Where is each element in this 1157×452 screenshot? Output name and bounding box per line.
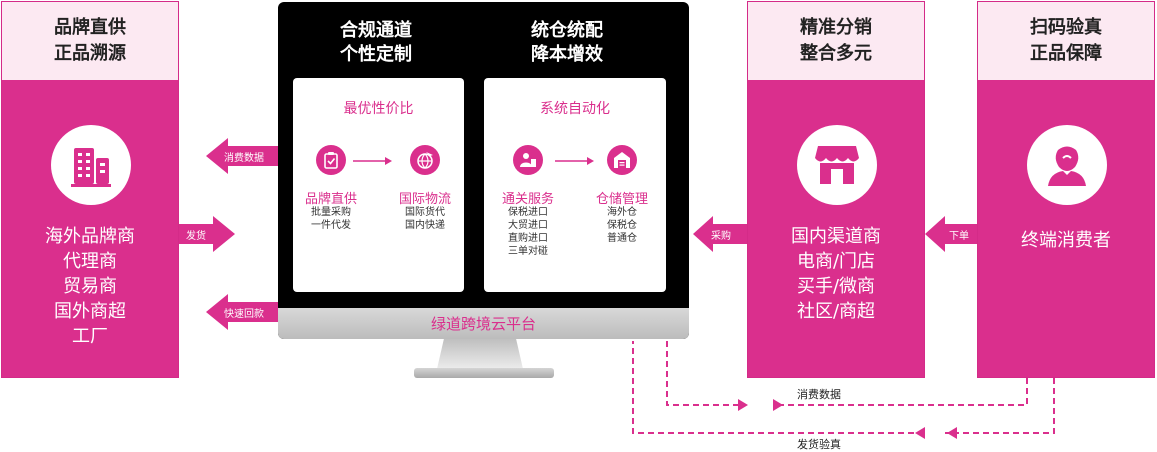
arrow-fast-refund: 快速回款 xyxy=(206,294,278,330)
flow-label-ship-verify: 发货验真 xyxy=(797,438,841,451)
platform-monitor: 合规通道 个性定制 统仓统配 降本增效 最优性价比 品牌直供 xyxy=(278,2,689,339)
svc-intl-logistics-list: 国际货代 国内快递 xyxy=(405,207,445,231)
list-item: 电商/门店 xyxy=(796,251,876,272)
customs-officer-icon xyxy=(513,145,543,175)
consumer-list: 终端消费者 xyxy=(978,228,1154,253)
svc-brand-direct: 品牌直供 xyxy=(304,192,357,207)
arrow-label: 消费数据 xyxy=(224,152,264,164)
card-title: 系统自动化 xyxy=(540,101,610,117)
arrow-purchase: 采购 xyxy=(693,216,747,252)
list-item: 海外品牌商 xyxy=(45,226,135,247)
distribution-list: 国内渠道商 电商/门店 买手/微商 社区/商超 xyxy=(748,224,924,324)
card-automation: 系统自动化 通关服务 保税进口 大贸进口 直购进口 三单对碰 xyxy=(484,78,666,292)
arrow-order: 下单 xyxy=(925,216,977,252)
monitor-stand xyxy=(437,339,523,369)
brand-list: 海外品牌商 代理商 贸易商 国外商超 工厂 xyxy=(2,224,178,349)
clipboard-icon xyxy=(316,145,346,175)
svc-warehouse: 仓储管理 xyxy=(595,192,648,207)
flow-arrow-icon xyxy=(353,157,392,165)
svc-intl-logistics: 国际物流 xyxy=(398,192,451,207)
globe-plane-icon xyxy=(410,145,440,175)
arrow-label: 下单 xyxy=(949,230,969,242)
warehouse-icon xyxy=(607,145,637,175)
arrow-label: 发货 xyxy=(186,230,206,242)
arrow-label: 采购 xyxy=(711,230,731,242)
arrow-label: 快速回款 xyxy=(224,308,264,320)
monitor-base xyxy=(414,368,554,378)
list-item: 终端消费者 xyxy=(1021,230,1111,251)
list-item: 代理商 xyxy=(63,251,117,272)
col2-head: 统仓统配 降本增效 xyxy=(531,20,603,65)
list-item: 贸易商 xyxy=(63,276,117,297)
flow-label-consume-data: 消费数据 xyxy=(797,388,841,401)
svc-customs-list: 保税进口 大贸进口 直购进口 三单对碰 xyxy=(508,207,548,257)
arrow-consume-data: 消费数据 xyxy=(206,138,278,174)
distribution-panel: 精准分销 整合多元 国内渠道商 电商/门店 买手/微商 社区/商超 xyxy=(747,1,925,378)
brand-panel: 品牌直供 正品溯源 海外品牌商 代理商 贸易商 国外商超 工厂 xyxy=(1,1,179,378)
list-item: 社区/商超 xyxy=(796,301,876,322)
svc-customs: 通关服务 xyxy=(501,192,554,207)
card-title: 最优性价比 xyxy=(343,101,414,117)
svc-brand-direct-list: 批量采购 一件代发 xyxy=(311,207,351,231)
list-item: 买手/微商 xyxy=(796,276,876,297)
flow-arrow-icon xyxy=(555,157,594,165)
consumer-panel: 扫码验真 正品保障 终端消费者 xyxy=(977,1,1155,378)
svc-warehouse-list: 海外仓 保税仓 普通仓 xyxy=(607,207,637,244)
distribution-panel-title: 精准分销 整合多元 xyxy=(748,2,924,80)
building-icon xyxy=(51,125,131,205)
list-item: 国内渠道商 xyxy=(791,226,881,247)
arrow-ship: 发货 xyxy=(179,216,235,252)
storefront-icon xyxy=(797,125,877,205)
card-best-value: 最优性价比 品牌直供 批量采购 一件代发 国际物流 国际货代 xyxy=(293,78,464,292)
list-item: 工厂 xyxy=(72,326,108,347)
brand-panel-title: 品牌直供 正品溯源 xyxy=(2,2,178,80)
platform-name: 绿道跨境云平台 xyxy=(278,308,689,339)
col1-head: 合规通道 个性定制 xyxy=(340,20,412,65)
list-item: 国外商超 xyxy=(54,301,126,322)
user-icon xyxy=(1027,125,1107,205)
consumer-panel-title: 扫码验真 正品保障 xyxy=(978,2,1154,80)
